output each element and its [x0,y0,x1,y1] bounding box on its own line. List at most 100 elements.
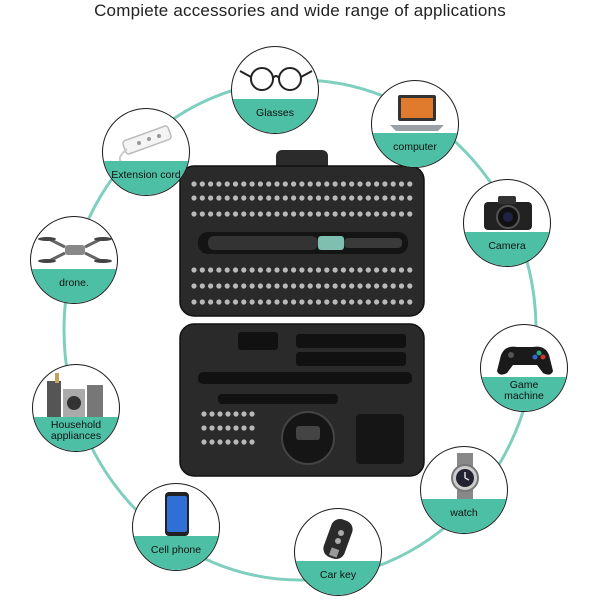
screwdriver-bit [390,181,396,187]
screwdriver-bit [274,299,280,305]
screwdriver-bit [217,411,223,417]
screwdriver-bit [357,195,363,201]
screwdriver-bit [241,181,247,187]
screwdriver-bit [241,411,247,417]
screwdriver-bit [398,195,405,201]
screwdriver-bit [374,211,380,217]
screwdriver-bit [398,267,405,273]
screwdriver-bit [274,283,280,289]
screwdriver-bit [208,283,214,289]
screwdriver-bit [291,267,297,273]
screwdriver-bit [225,425,231,431]
screwdriver-bit [217,425,223,431]
application-label: drone. [31,269,117,303]
screwdriver-bit [315,181,322,187]
screwdriver-bit [299,299,305,305]
screwdriver-bit [249,283,255,289]
bit-rows-bottom [201,411,255,445]
screwdriver-bit [299,211,305,217]
screwdriver-bit [257,267,263,273]
screwdriver-bit [324,283,330,289]
screwdriver-bit [291,211,297,217]
application-label: Camera [464,232,550,266]
screwdriver-bit [374,283,380,289]
application-label: watch [421,499,507,533]
screwdriver-bit [266,195,272,201]
application-badge: Game machine [480,324,568,412]
screwdriver-bit [291,299,297,305]
application-badge: Car key [294,508,382,596]
screwdriver-bit [282,211,288,217]
screwdriver-bit [216,299,222,305]
screwdriver-bit [365,181,371,187]
screwdriver-bit [282,283,288,289]
screwdriver-bit [274,195,280,201]
screwdriver-bit [216,211,222,217]
screwdriver-bit [224,267,230,273]
application-badge: drone. [30,216,118,304]
application-badge: Extension cord [102,108,190,196]
screwdriver-bit [332,195,338,201]
screwdriver-bit [208,211,214,217]
screwdriver-bit [274,267,280,273]
application-badge: Glasses [231,46,319,134]
screwdriver-bit [365,283,371,289]
screwdriver-bit [199,283,205,289]
screwdriver-bit [249,267,255,273]
screwdriver-bit [315,195,322,201]
application-badge: Camera [463,179,551,267]
screwdriver-bit [291,283,297,289]
screwdriver-bit [274,181,280,187]
laptop-icon [390,95,444,131]
screwdriver-bit [332,211,338,217]
watch-icon [451,453,479,503]
screwdriver-bit [241,425,247,431]
screwdriver-bit [390,283,396,289]
screwdriver-bit [324,195,330,201]
screwdriver-bit [209,411,215,417]
screwdriver-bit [407,181,413,187]
screwdriver-bit [374,267,380,273]
screwdriver-bit [266,267,272,273]
screwdriver-bit [324,181,330,187]
screwdriver-bit [232,283,239,289]
screwdriver-bit [324,299,330,305]
extension-cord-icon [118,125,172,164]
drone-icon [38,237,112,263]
screwdriver-bit [257,181,263,187]
car-key-icon [323,518,353,560]
screwdriver-bit [349,267,355,273]
screwdriver-bit [315,211,322,217]
screwdriver-bit [349,181,355,187]
screwdriver-bit [199,299,205,305]
screwdriver-bit [191,283,197,289]
screwdriver-bit [357,267,363,273]
screwdriver-bit [208,299,214,305]
screwdriver-bit [191,211,197,217]
screwdriver-bit [249,181,255,187]
screwdriver-bit [216,267,222,273]
screwdriver-bit [201,411,207,417]
screwdriver-bit [241,299,247,305]
screwdriver-bit [282,299,288,305]
screwdriver-bit [216,181,222,187]
screwdriver-bit [232,181,239,187]
application-badge: computer [371,80,459,168]
screwdriver-bit [398,181,405,187]
screwdriver-bit [307,267,313,273]
screwdriver-bit [282,267,288,273]
screwdriver-bit [224,299,230,305]
screwdriver-bit [398,299,405,305]
screwdriver-bit [216,195,222,201]
phone-icon [165,492,189,536]
screwdriver-bit [249,299,255,305]
screwdriver-bit [233,411,239,417]
screwdriver-bit [199,211,205,217]
application-badge: watch [420,446,508,534]
appliances-icon [47,373,103,417]
screwdriver-bit [233,425,239,431]
screwdriver-bit [232,267,239,273]
screwdriver-bit [382,181,388,187]
screwdriver-bit [224,181,230,187]
screwdriver-bit [274,211,280,217]
